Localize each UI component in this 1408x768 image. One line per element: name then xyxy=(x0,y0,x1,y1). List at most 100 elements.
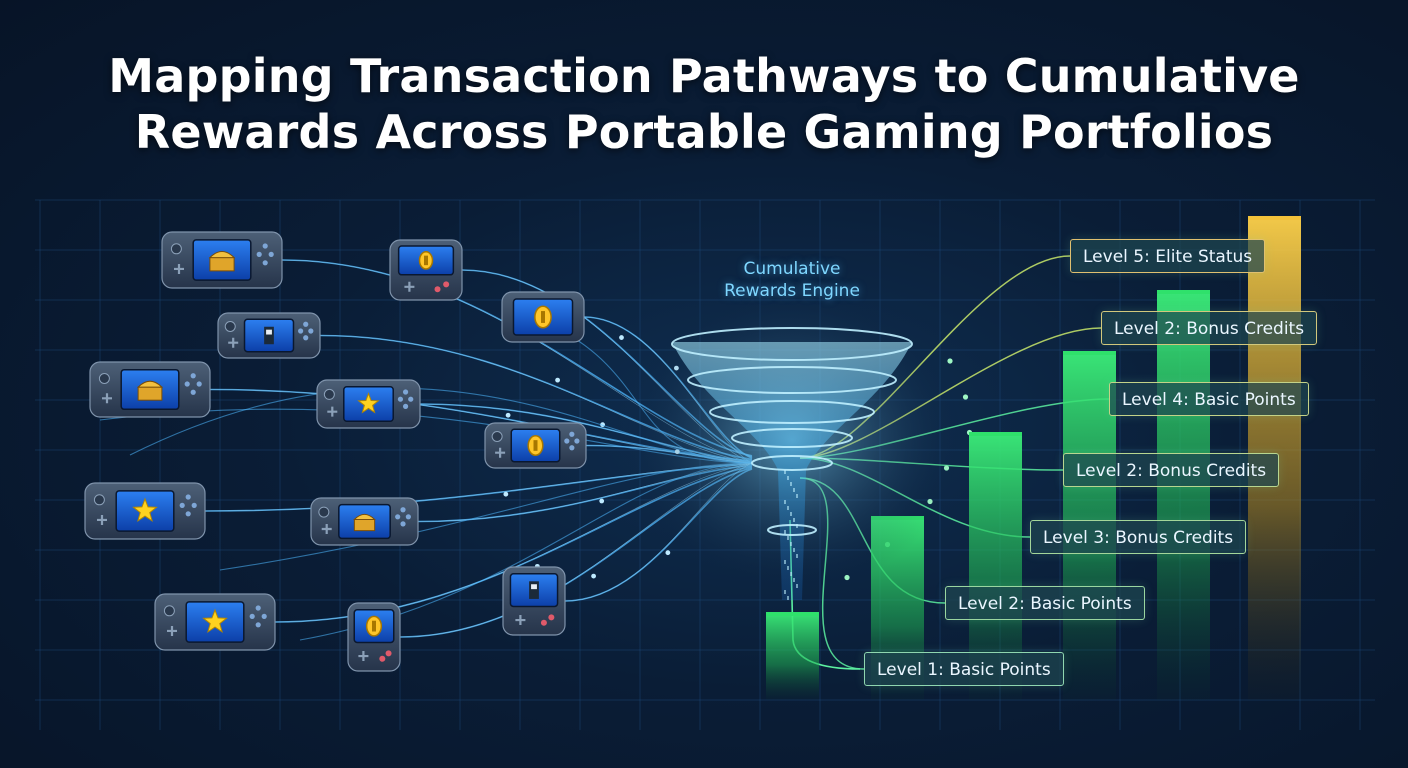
dpad-icon xyxy=(327,406,338,417)
gaming-device-portfolio xyxy=(84,231,587,672)
coin-icon-slot xyxy=(541,311,545,323)
gaming-device xyxy=(161,231,283,289)
star-icon xyxy=(202,608,228,633)
action-button-icon xyxy=(191,502,197,508)
action-button-icon xyxy=(190,389,196,395)
action-button-icon xyxy=(443,281,450,288)
gaming-device xyxy=(502,566,566,636)
gaming-device xyxy=(154,593,276,651)
action-button-icon xyxy=(564,438,570,444)
dpad-icon xyxy=(404,281,415,292)
star-icon xyxy=(357,392,380,414)
dpad-icon xyxy=(358,651,369,662)
gaming-device xyxy=(84,482,206,540)
level-label-1: Level 1: Basic Points xyxy=(864,652,1064,686)
action-button-icon xyxy=(303,335,309,341)
level-label-5: Level 4: Basic Points xyxy=(1109,382,1309,416)
joystick-icon xyxy=(491,431,503,442)
pathway-particle xyxy=(503,491,509,497)
treasure-chest-icon xyxy=(353,518,376,532)
gaming-device xyxy=(89,361,211,418)
dpad-icon xyxy=(97,514,107,525)
funnel-ring xyxy=(731,428,853,448)
action-button-icon xyxy=(574,438,580,444)
treasure-chest-lid xyxy=(136,380,164,388)
joystick-icon xyxy=(98,373,110,384)
dpad-icon xyxy=(174,263,184,274)
action-button-icon xyxy=(268,251,274,257)
dpad-icon xyxy=(102,393,112,404)
pixel-character-icon xyxy=(264,326,274,345)
funnel-ring xyxy=(709,400,875,424)
title-line-2: Rewards Across Portable Gaming Portfolio… xyxy=(134,105,1274,159)
level-label-7: Level 5: Elite Status xyxy=(1070,239,1266,273)
action-button-icon xyxy=(262,243,268,249)
level-label-6: Level 2: Bonus Credits xyxy=(1101,311,1318,345)
page-title: Mapping Transaction Pathways to Cumulati… xyxy=(0,48,1408,160)
pixel-character-icon xyxy=(529,581,539,599)
rewards-engine-funnel xyxy=(622,290,962,600)
action-button-icon xyxy=(400,507,406,513)
reward-bar-cap xyxy=(1248,216,1301,220)
treasure-chest-icon xyxy=(209,257,235,272)
pathway-particle xyxy=(591,573,596,579)
gaming-device xyxy=(347,602,401,672)
pathway-particle xyxy=(555,377,560,383)
action-button-icon xyxy=(434,286,441,293)
coin-icon-slot xyxy=(372,620,376,632)
action-button-icon xyxy=(255,622,261,628)
action-button-icon xyxy=(402,403,409,409)
action-button-icon xyxy=(308,328,314,334)
action-button-icon xyxy=(402,389,409,395)
engine-label-line-2: Rewards Engine xyxy=(724,281,860,301)
reward-bar-cap xyxy=(969,432,1022,436)
action-button-icon xyxy=(185,494,191,500)
title-line-1: Mapping Transaction Pathways to Cumulati… xyxy=(108,49,1300,103)
gaming-device xyxy=(484,422,587,469)
reward-bar-cap xyxy=(1063,351,1116,355)
action-button-icon xyxy=(405,514,411,520)
action-button-icon xyxy=(261,613,267,620)
pixel-character-face xyxy=(266,329,272,335)
reward-particle xyxy=(962,394,969,400)
joystick-icon xyxy=(224,321,236,332)
action-button-icon xyxy=(400,521,406,527)
reward-bar xyxy=(1157,290,1210,700)
reward-bar xyxy=(766,612,819,700)
joystick-icon xyxy=(323,388,335,400)
action-button-icon xyxy=(385,650,392,657)
gaming-device xyxy=(316,379,421,429)
action-button-icon xyxy=(298,328,304,334)
reward-bar-cap xyxy=(766,612,819,616)
joystick-icon xyxy=(170,243,182,255)
dpad-icon xyxy=(515,615,526,626)
action-button-icon xyxy=(569,445,575,451)
reward-bar-cap xyxy=(1157,290,1210,294)
pathway-particle xyxy=(665,550,671,556)
funnel-ring xyxy=(671,327,913,361)
dpad-icon xyxy=(228,337,239,348)
reward-particle xyxy=(947,358,953,364)
funnel-ring xyxy=(751,455,833,471)
funnel-ring xyxy=(767,524,817,536)
coin-icon-slot xyxy=(424,255,428,266)
gaming-device xyxy=(501,291,585,343)
action-button-icon xyxy=(256,251,262,257)
action-button-icon xyxy=(179,502,185,508)
gaming-device xyxy=(217,312,321,359)
level-label-2: Level 2: Basic Points xyxy=(945,586,1145,620)
dpad-icon xyxy=(321,524,332,535)
action-button-icon xyxy=(540,619,547,626)
gaming-device xyxy=(389,239,463,301)
joystick-icon xyxy=(93,494,105,506)
action-button-icon xyxy=(185,511,191,517)
pathway-particle xyxy=(619,335,624,340)
action-button-icon xyxy=(196,381,202,387)
star-icon xyxy=(132,497,158,522)
action-button-icon xyxy=(569,431,575,437)
action-button-icon xyxy=(303,321,309,327)
action-button-icon xyxy=(249,613,255,620)
rewards-engine-label: Cumulative Rewards Engine xyxy=(692,258,892,302)
treasure-chest-icon xyxy=(137,386,163,401)
